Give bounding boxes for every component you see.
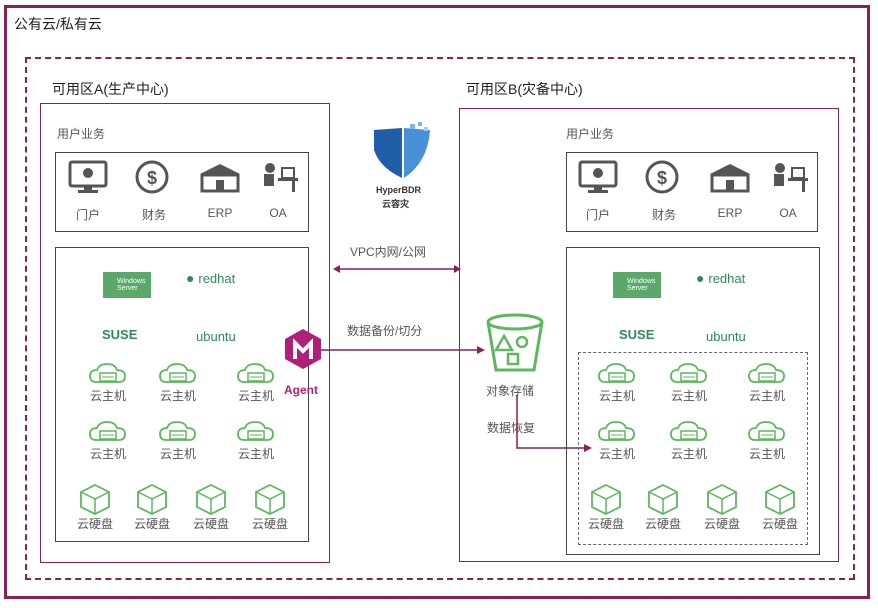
cloud-vm-label: 云主机	[748, 447, 785, 461]
zone-a-title: 可用区A(生产中心)	[52, 81, 169, 97]
zone-b-resource-box	[566, 247, 820, 555]
windows-server-logo: Windows Server	[103, 272, 151, 298]
ubuntu-logo: ubuntu	[706, 329, 746, 344]
cloud-vm-icon	[597, 362, 637, 386]
portal-icon	[568, 160, 628, 194]
cloud-vm-icon	[158, 420, 198, 444]
cloud-disk-icon	[78, 483, 112, 515]
cloud-vm-icon	[88, 362, 128, 386]
ubuntu-logo: ubuntu	[196, 329, 236, 344]
zone-b-biz-title: 用户业务	[566, 127, 615, 141]
cloud-vm-label: 云主机	[159, 447, 196, 461]
object-storage-icon	[482, 310, 548, 376]
zone-a-biz-title: 用户业务	[57, 127, 106, 141]
cloud-vm-icon	[669, 420, 709, 444]
biz-label-erp: ERP	[717, 206, 743, 220]
zone-a-frame	[40, 103, 330, 563]
cloud-vm-icon	[236, 362, 276, 386]
agent-icon	[283, 327, 323, 371]
cloud-disk-icon	[135, 483, 169, 515]
backup-label: 数据备份/切分	[347, 324, 423, 338]
suse-logo: SUSE	[102, 327, 138, 342]
cloud-vm-label: 云主机	[598, 447, 635, 461]
cloud-disk-icon	[194, 483, 228, 515]
cloud-vm-label: 云主机	[237, 447, 274, 461]
oa-icon	[758, 160, 818, 194]
cloud-disk-label: 云硬盘	[251, 517, 288, 531]
cloud-disk-label: 云硬盘	[76, 517, 113, 531]
cloud-vm-label: 云主机	[670, 389, 707, 403]
svg-text:$: $	[657, 168, 667, 188]
network-arrow	[333, 265, 461, 273]
cloud-disk-label: 云硬盘	[761, 517, 798, 531]
cloud-disk-label: 云硬盘	[587, 517, 624, 531]
public-private-cloud-frame	[4, 5, 870, 599]
cloud-label: 公有云/私有云	[14, 16, 102, 32]
cloud-vm-label: 云主机	[89, 447, 126, 461]
cloud-disk-icon	[589, 483, 623, 515]
biz-label-oa: OA	[779, 206, 797, 220]
redhat-logo: ● redhat	[696, 270, 746, 286]
zone-b-biz-box	[566, 152, 818, 232]
windows-server-logo: Windows Server	[613, 272, 661, 298]
object-storage-label: 对象存储	[486, 384, 535, 398]
cloud-disk-icon	[705, 483, 739, 515]
cloud-vm-icon	[597, 420, 637, 444]
cloud-vm-icon	[747, 362, 787, 386]
finance-icon: $	[124, 160, 184, 194]
cloud-disk-label: 云硬盘	[703, 517, 740, 531]
cloud-vm-label: 云主机	[89, 389, 126, 403]
hyperbdr-name: HyperBDR	[376, 185, 422, 195]
biz-label-oa: OA	[269, 206, 287, 220]
zone-a-biz-box	[55, 152, 309, 232]
cloud-disk-label: 云硬盘	[644, 517, 681, 531]
svg-text:$: $	[147, 168, 157, 188]
cloud-vm-label: 云主机	[159, 389, 196, 403]
biz-label-finance: 财务	[651, 208, 676, 222]
cloud-vm-label: 云主机	[598, 389, 635, 403]
cloud-vm-label: 云主机	[748, 389, 785, 403]
cloud-disk-label: 云硬盘	[192, 517, 229, 531]
network-label: VPC内网/公网	[350, 245, 427, 259]
cloud-vm-icon	[669, 362, 709, 386]
biz-label-portal: 门户	[585, 208, 610, 222]
oa-icon	[248, 160, 308, 194]
cloud-vm-icon	[236, 420, 276, 444]
agent-label: Agent	[284, 383, 318, 397]
cloud-disk-icon	[646, 483, 680, 515]
restore-arrow	[516, 395, 592, 452]
zone-b-title: 可用区B(灾备中心)	[466, 81, 583, 97]
cloud-vm-icon	[747, 420, 787, 444]
hyperbdr-sub: 云容灾	[382, 199, 410, 209]
zone-b-frame	[459, 108, 839, 562]
cloud-vm-label: 云主机	[237, 389, 274, 403]
biz-label-finance: 财务	[141, 208, 166, 222]
cloud-vm-icon	[88, 420, 128, 444]
redhat-logo: ● redhat	[186, 270, 236, 286]
biz-label-erp: ERP	[207, 206, 233, 220]
erp-icon	[190, 160, 250, 194]
restore-label: 数据恢复	[487, 421, 536, 435]
availability-zones-frame	[25, 57, 855, 580]
cloud-vm-label: 云主机	[670, 447, 707, 461]
cloud-disk-icon	[253, 483, 287, 515]
suse-logo: SUSE	[619, 327, 655, 342]
hyperbdr-logo	[370, 122, 436, 182]
biz-label-portal: 门户	[75, 208, 100, 222]
portal-icon	[58, 160, 118, 194]
cloud-disk-label: 云硬盘	[133, 517, 170, 531]
zone-a-resource-box	[55, 247, 309, 542]
cloud-disk-icon	[763, 483, 797, 515]
backup-arrow	[315, 346, 485, 354]
restored-resources-box	[578, 352, 808, 545]
finance-icon: $	[634, 160, 694, 194]
erp-icon	[700, 160, 760, 194]
cloud-vm-icon	[158, 362, 198, 386]
